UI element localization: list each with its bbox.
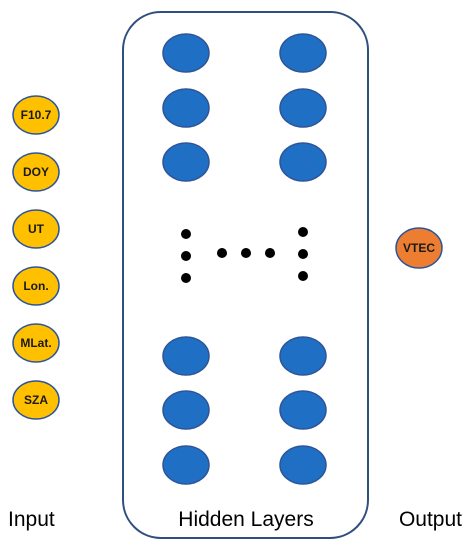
vertical-dot <box>298 249 308 259</box>
input-label: MLat. <box>20 336 51 350</box>
input-node: MLat. <box>12 323 60 363</box>
input-node: SZA <box>12 380 60 420</box>
hidden-node <box>279 33 327 73</box>
hidden-node <box>279 390 327 430</box>
horizontal-dot <box>217 248 227 258</box>
hidden-column-1 <box>162 33 210 485</box>
hidden-node <box>279 445 327 485</box>
hidden-node <box>162 390 210 430</box>
vertical-dot <box>298 227 308 237</box>
vertical-dot <box>181 229 191 239</box>
output-node: VTEC <box>395 227 443 269</box>
input-node: UT <box>12 209 60 249</box>
hidden-node <box>162 445 210 485</box>
hidden-layers-caption: Hidden Layers <box>178 508 313 531</box>
input-node: F10.7 <box>12 95 60 135</box>
input-label: F10.7 <box>21 108 52 122</box>
input-layer: F10.7 DOY UT Lon. MLat. SZA <box>12 95 60 420</box>
hidden-layers-box <box>122 11 369 539</box>
ellipsis-dots <box>181 227 308 283</box>
hidden-node <box>162 142 210 182</box>
hidden-node <box>279 88 327 128</box>
hidden-column-2 <box>279 33 327 485</box>
hidden-node <box>162 336 210 376</box>
output-label: VTEC <box>403 241 435 255</box>
input-label: Lon. <box>23 279 48 293</box>
input-caption: Input <box>8 508 55 531</box>
hidden-node <box>162 88 210 128</box>
input-node: Lon. <box>12 266 60 306</box>
input-label: SZA <box>24 393 48 407</box>
horizontal-dot <box>265 248 275 258</box>
input-label: DOY <box>23 165 49 179</box>
hidden-node <box>279 336 327 376</box>
hidden-node <box>162 33 210 73</box>
output-caption: Output <box>399 508 462 531</box>
vertical-dot <box>298 271 308 281</box>
input-label: UT <box>28 222 45 236</box>
hidden-node <box>279 142 327 182</box>
input-node: DOY <box>12 152 60 192</box>
vertical-dot <box>181 251 191 261</box>
horizontal-dot <box>241 248 251 258</box>
vertical-dot <box>181 273 191 283</box>
